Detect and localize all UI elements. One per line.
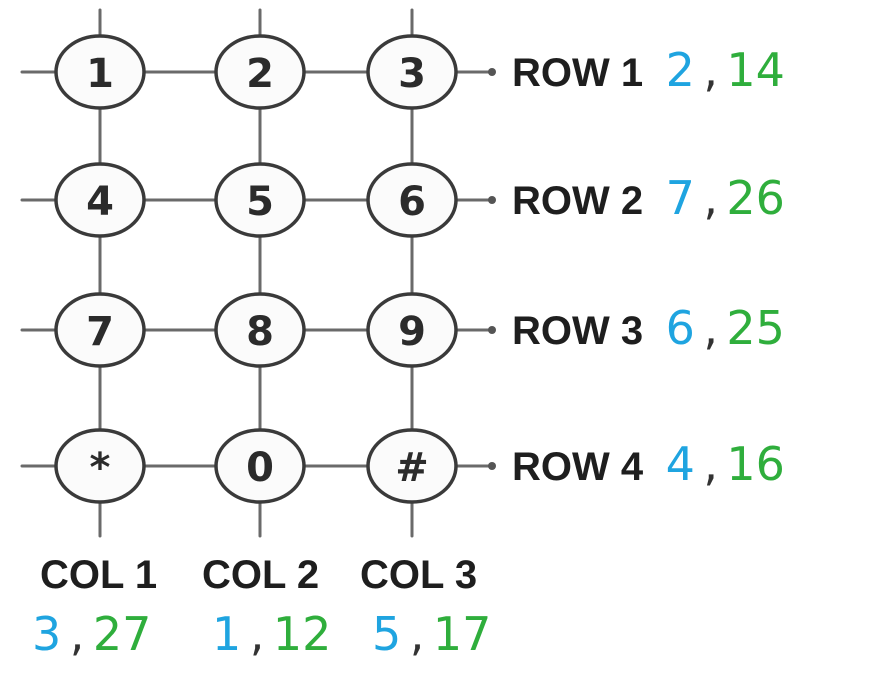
key-ring bbox=[54, 292, 146, 368]
row-labels: ROW 1 2 , 14 ROW 2 7 , 26 ROW 3 6 , 25 R… bbox=[512, 43, 785, 491]
row-pin-b: 25 bbox=[726, 301, 785, 355]
key-label: 0 bbox=[246, 445, 274, 491]
key-8[interactable]: 8 bbox=[214, 292, 306, 368]
row-pin-separator: , bbox=[703, 43, 718, 97]
key-label: 3 bbox=[398, 51, 426, 97]
key-label: 7 bbox=[86, 309, 114, 355]
row-pin-separator: , bbox=[703, 437, 718, 491]
key-5[interactable]: 5 bbox=[214, 162, 306, 238]
row-terminal-2 bbox=[488, 196, 496, 204]
col-pin-b: 17 bbox=[433, 607, 492, 661]
row-name: ROW 4 bbox=[512, 445, 644, 489]
row-pin-separator: , bbox=[703, 171, 718, 225]
key-row-1: 1 2 3 bbox=[54, 34, 458, 110]
col-pin-separator: , bbox=[410, 607, 425, 661]
key-ring bbox=[366, 162, 458, 238]
key-0[interactable]: 0 bbox=[214, 428, 306, 504]
key-ring bbox=[214, 34, 306, 110]
col-pin-a: 3 bbox=[32, 607, 61, 661]
col-pin-separator: , bbox=[70, 607, 85, 661]
key-2[interactable]: 2 bbox=[214, 34, 306, 110]
row-pin-a: 2 bbox=[666, 43, 695, 97]
col-label-1: COL 1 bbox=[40, 553, 157, 597]
row-label-2: ROW 2 7 , 26 bbox=[512, 171, 785, 225]
col-pin-a: 1 bbox=[212, 607, 241, 661]
col-pins-2: 1 , 12 bbox=[212, 607, 331, 661]
key-label: 8 bbox=[246, 309, 274, 355]
key-row-2: 4 5 6 bbox=[54, 162, 458, 238]
key-3[interactable]: 3 bbox=[366, 34, 458, 110]
key-row-4: * 0 # bbox=[54, 428, 458, 504]
key-ring bbox=[54, 428, 146, 504]
col-label-2: COL 2 bbox=[202, 553, 319, 597]
key-ring bbox=[54, 162, 146, 238]
key-7[interactable]: 7 bbox=[54, 292, 146, 368]
key-9[interactable]: 9 bbox=[366, 292, 458, 368]
row-pin-a: 7 bbox=[666, 171, 695, 225]
row-name: ROW 1 bbox=[512, 51, 643, 95]
key-ring bbox=[366, 34, 458, 110]
row-pin-a: 4 bbox=[666, 437, 695, 491]
key-label: * bbox=[90, 445, 111, 491]
key-ring bbox=[214, 162, 306, 238]
col-pins-1: 3 , 27 bbox=[32, 607, 151, 661]
col-pins: 3 , 27 1 , 12 5 , 17 bbox=[32, 607, 491, 661]
col-pin-b: 27 bbox=[93, 607, 152, 661]
key-hash[interactable]: # bbox=[366, 428, 458, 504]
col-labels: COL 1 COL 2 COL 3 bbox=[40, 553, 477, 597]
key-label: 9 bbox=[398, 309, 426, 355]
key-ring bbox=[366, 428, 458, 504]
key-1[interactable]: 1 bbox=[54, 34, 146, 110]
row-terminal-1 bbox=[488, 68, 496, 76]
row-label-1: ROW 1 2 , 14 bbox=[512, 43, 785, 97]
row-pin-b: 14 bbox=[726, 43, 785, 97]
row-terminal-4 bbox=[488, 462, 496, 470]
key-label: 1 bbox=[86, 51, 114, 97]
col-pin-separator: , bbox=[250, 607, 265, 661]
col-pins-3: 5 , 17 bbox=[372, 607, 491, 661]
key-ring bbox=[214, 292, 306, 368]
key-ring bbox=[366, 292, 458, 368]
key-label: 2 bbox=[246, 51, 274, 97]
row-pin-separator: , bbox=[703, 301, 718, 355]
key-star[interactable]: * bbox=[54, 428, 146, 504]
row-name: ROW 3 bbox=[512, 309, 643, 353]
key-6[interactable]: 6 bbox=[366, 162, 458, 238]
key-label: # bbox=[395, 445, 429, 491]
col-pin-a: 5 bbox=[372, 607, 401, 661]
row-label-4: ROW 4 4 , 16 bbox=[512, 437, 785, 491]
key-label: 6 bbox=[398, 179, 426, 225]
key-row-3: 7 8 9 bbox=[54, 292, 458, 368]
row-label-3: ROW 3 6 , 25 bbox=[512, 301, 785, 355]
row-terminal-3 bbox=[488, 326, 496, 334]
key-label: 5 bbox=[246, 179, 274, 225]
key-4[interactable]: 4 bbox=[54, 162, 146, 238]
row-pin-b: 16 bbox=[726, 437, 785, 491]
row-pin-b: 26 bbox=[726, 171, 785, 225]
row-pin-a: 6 bbox=[666, 301, 695, 355]
key-label: 4 bbox=[86, 179, 114, 225]
key-ring bbox=[214, 428, 306, 504]
col-label-3: COL 3 bbox=[360, 553, 477, 597]
row-name: ROW 2 bbox=[512, 179, 643, 223]
key-ring bbox=[54, 34, 146, 110]
col-pin-b: 12 bbox=[273, 607, 332, 661]
